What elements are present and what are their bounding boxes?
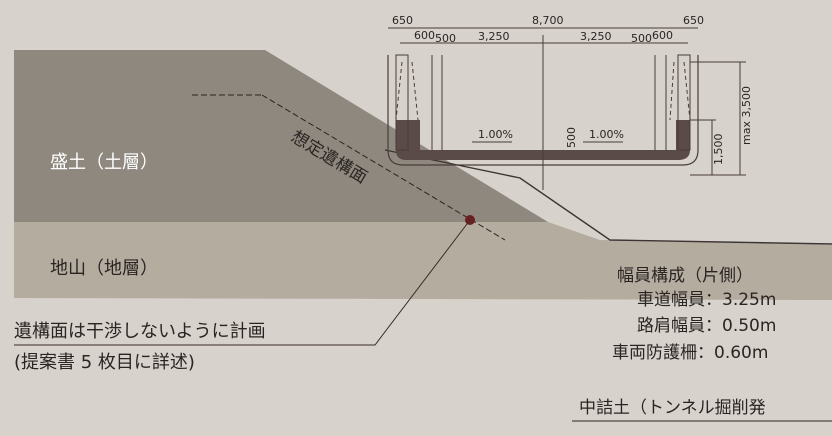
right-barrier-dash bbox=[669, 61, 691, 121]
dim-inner-left-a: 600 bbox=[414, 29, 435, 42]
dim-lane-left: 3,250 bbox=[478, 30, 510, 43]
width-spec-barrier: 車両防護柵：0.60m bbox=[612, 343, 768, 363]
center-depth-label: 500 bbox=[565, 127, 578, 148]
fill-layer-area bbox=[14, 50, 548, 222]
ground-surface-line bbox=[384, 149, 832, 245]
right-wall bbox=[677, 54, 691, 151]
dim-inner-right-b: 600 bbox=[652, 29, 673, 42]
structure-slab bbox=[396, 120, 690, 160]
max-height-label: max 3,500 bbox=[740, 86, 753, 145]
left-wall bbox=[395, 54, 409, 151]
ground-layer-label: 地山（地層） bbox=[50, 258, 158, 279]
dim-outer-left: 650 bbox=[392, 14, 413, 27]
width-spec-roadway: 車道幅員：3.25m bbox=[637, 290, 776, 310]
fill-layer-label: 盛土（土層） bbox=[50, 152, 158, 173]
dim-outer-right: 650 bbox=[683, 14, 704, 27]
dim-lane-right: 3,250 bbox=[580, 30, 612, 43]
callout-leader bbox=[14, 219, 471, 346]
dim-total: 8,700 bbox=[532, 14, 564, 27]
callout-line-1: 遺構面は干渉しないように計画 bbox=[14, 321, 266, 342]
ground-layer-area bbox=[14, 222, 832, 300]
road-structure bbox=[387, 27, 746, 190]
side-height-label: 1,500 bbox=[712, 134, 725, 166]
dim-inner-right-a: 500 bbox=[631, 32, 652, 45]
callout-line-2: (提案書 5 枚目に詳述) bbox=[14, 352, 195, 373]
dim-inner-left-b: 500 bbox=[435, 32, 456, 45]
bottom-caption: 中詰土（トンネル掘削発 bbox=[579, 398, 766, 418]
width-spec-shoulder: 路肩幅員：0.50m bbox=[637, 316, 776, 336]
left-barrier-dash bbox=[395, 61, 419, 121]
slope-right-label: 1.00% bbox=[589, 128, 624, 141]
width-spec-title: 幅員構成（片側） bbox=[617, 266, 753, 286]
remains-plane-line-sloped bbox=[261, 94, 506, 241]
slope-left-label: 1.00% bbox=[478, 128, 513, 141]
